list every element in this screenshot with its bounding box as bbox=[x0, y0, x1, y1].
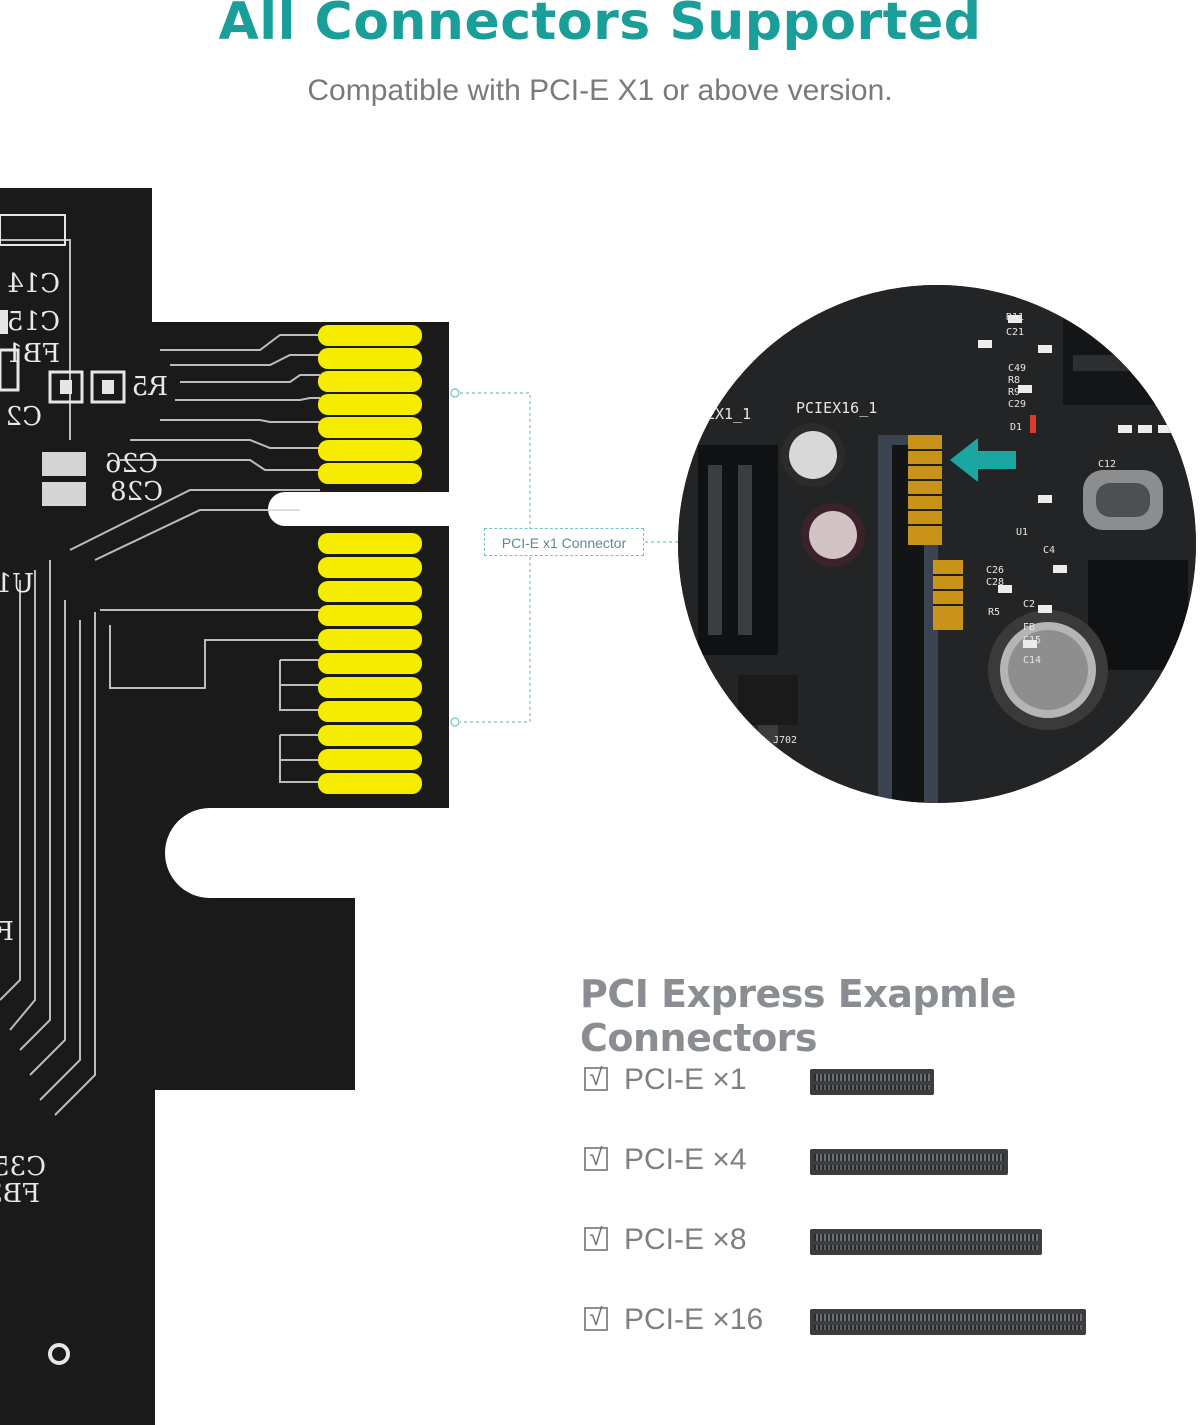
marking-c26: C26 bbox=[105, 449, 158, 479]
checkbox-icon: √ bbox=[584, 1306, 608, 1331]
chip-label-c26: C26 bbox=[986, 565, 1004, 576]
chip-label-d1: D1 bbox=[1010, 422, 1022, 433]
chip-label-u1: U1 bbox=[1016, 527, 1028, 538]
gold-pins bbox=[908, 435, 963, 630]
callout-label: PCI-E x1 Connector bbox=[484, 528, 644, 556]
marking-c15: C15 bbox=[7, 307, 60, 337]
marking-fb1: FB1 bbox=[6, 339, 60, 369]
connector-row-x1: √ PCI-E ×1 bbox=[584, 1063, 1184, 1103]
chip-label-c15: C15 bbox=[1023, 635, 1041, 646]
checkbox-icon: √ bbox=[584, 1146, 608, 1171]
silkscreen-text: C14 C15 FB1 R5 C2 C26 C28 U1 FB C35 FB3 bbox=[0, 269, 168, 1209]
smd-components bbox=[0, 214, 126, 1365]
page-title: All Connectors Supported bbox=[218, 0, 982, 52]
arrow-icon bbox=[950, 438, 1016, 482]
chip-label-r8: R8 bbox=[1008, 375, 1020, 386]
connector-row-x8: √ PCI-E ×8 bbox=[584, 1223, 1184, 1263]
chip-label-c49: C49 bbox=[1008, 363, 1026, 374]
pcie-slot-x8-icon bbox=[810, 1229, 1042, 1255]
chip-label-c29: C29 bbox=[1008, 399, 1026, 410]
chip-label-r5: R5 bbox=[988, 607, 1000, 618]
callout-dot-bottom bbox=[450, 717, 460, 727]
chip-label-c28: C28 bbox=[986, 577, 1004, 588]
chip-label-r9: R9 bbox=[1008, 387, 1020, 398]
examples-heading: PCI Express Exapmle Connectors bbox=[580, 972, 1016, 1060]
chip-label-j702: J702 bbox=[773, 735, 797, 746]
marking-r5: R5 bbox=[132, 372, 168, 402]
pcie-slot-x1-icon bbox=[810, 1069, 934, 1095]
callout-bracket bbox=[460, 392, 678, 723]
label-ex1: EX1_1 bbox=[706, 405, 751, 423]
page-subtitle: Compatible with PCI-E X1 or above versio… bbox=[307, 74, 893, 107]
marking-c2: C2 bbox=[6, 402, 42, 432]
marking-fb3: FB3 bbox=[0, 1179, 40, 1209]
connector-label: PCI-E ×16 bbox=[624, 1303, 764, 1336]
connector-label: PCI-E ×1 bbox=[624, 1063, 747, 1096]
pcb-traces bbox=[0, 239, 320, 1116]
callout-dot-top bbox=[450, 388, 460, 398]
regulator bbox=[738, 675, 798, 725]
marking-fb: FB bbox=[0, 917, 14, 947]
pcie-slot-x16-icon bbox=[810, 1309, 1086, 1335]
chip-label-c2: C2 bbox=[1023, 599, 1035, 610]
chip-label-c12: C12 bbox=[1098, 459, 1116, 470]
chip-label-fb: FB bbox=[1023, 622, 1035, 633]
label-pciex16: PCIEX16_1 bbox=[796, 399, 877, 417]
connector-label: PCI-E ×8 bbox=[624, 1223, 747, 1256]
marking-c14: C14 bbox=[7, 269, 60, 299]
gold-fingers bbox=[318, 325, 422, 794]
connector-row-x16: √ PCI-E ×16 bbox=[584, 1303, 1184, 1343]
marking-u1: U1 bbox=[0, 569, 34, 599]
motherboard-closeup: EX1_1 PCIEX16_1 R11 C21 C49 R8 R9 C29 D1… bbox=[678, 285, 1196, 803]
chip-label-c4: C4 bbox=[1043, 545, 1055, 556]
chip-label-r11: R11 bbox=[1006, 312, 1024, 323]
pcb-board bbox=[0, 188, 449, 1425]
checkbox-icon: √ bbox=[584, 1226, 608, 1251]
connector-row-x4: √ PCI-E ×4 bbox=[584, 1143, 1184, 1183]
chip-label-c14: C14 bbox=[1023, 655, 1041, 666]
connector-label: PCI-E ×4 bbox=[624, 1143, 747, 1176]
closeup-illustration: EX1_1 PCIEX16_1 R11 C21 C49 R8 R9 C29 D1… bbox=[678, 285, 1196, 803]
checkbox-icon: √ bbox=[584, 1066, 608, 1091]
pcie-slot-x4-icon bbox=[810, 1149, 1008, 1175]
marking-c35: C35 bbox=[0, 1152, 46, 1182]
marking-c28: C28 bbox=[110, 477, 163, 507]
chip-label-c21: C21 bbox=[1006, 327, 1024, 338]
led bbox=[1030, 415, 1036, 433]
